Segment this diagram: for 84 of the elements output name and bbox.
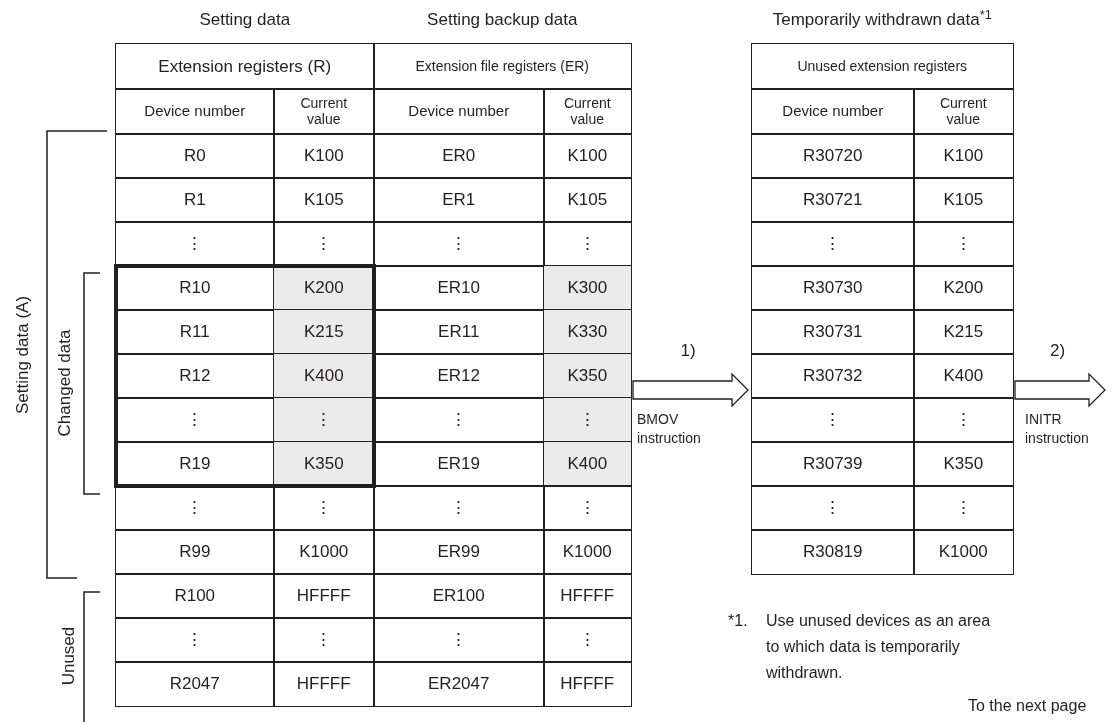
table-cell: K105 <box>913 177 1014 223</box>
table-cell: ⋮ <box>751 397 915 443</box>
table-cell: K400 <box>913 353 1014 399</box>
table-cell: K1000 <box>543 529 632 575</box>
table-cell: Current value <box>273 88 375 135</box>
table-cell: K350 <box>273 441 375 487</box>
table-cell: ER100 <box>373 573 545 619</box>
table-cell: R100 <box>115 573 275 619</box>
table-cell: ⋮ <box>273 617 375 663</box>
table-cell: Extension file registers (ER) <box>373 43 632 90</box>
footnote-mark: *1. <box>728 611 748 631</box>
page-note: To the next page <box>968 696 1087 716</box>
table-cell: K350 <box>543 353 632 399</box>
table-cell: ⋮ <box>543 485 632 531</box>
instruction-label: BMOV instruction <box>637 410 702 448</box>
table-cell: K215 <box>273 309 375 355</box>
table-cell: K300 <box>543 265 632 311</box>
table-cell: R30731 <box>751 309 915 355</box>
table-cell: K1000 <box>913 529 1014 575</box>
table-cell: K200 <box>913 265 1014 311</box>
table-cell: ⋮ <box>115 485 275 531</box>
table-cell: Extension registers (R) <box>115 43 375 90</box>
table-cell: R30732 <box>751 353 915 399</box>
table-heading: Setting data <box>198 9 292 31</box>
block-arrow <box>632 372 749 408</box>
table-cell: ⋮ <box>543 397 632 443</box>
table-cell: ⋮ <box>373 617 545 663</box>
table-cell: ⋮ <box>751 221 915 267</box>
edge-label: 1) <box>678 342 698 359</box>
table-cell: K100 <box>913 133 1014 179</box>
footnote-text: Use unused devices as an area to which data is temporarily withdrawn. <box>766 611 992 683</box>
table-cell: Device number <box>115 88 275 135</box>
table-cell: ⋮ <box>115 221 275 267</box>
table-cell: HFFFF <box>273 661 375 707</box>
table-cell: K100 <box>273 133 375 179</box>
table-cell: K350 <box>913 441 1014 487</box>
table-cell: K100 <box>543 133 632 179</box>
table-heading: Setting backup data <box>426 9 579 31</box>
table-cell: Device number <box>373 88 545 135</box>
table-cell: ⋮ <box>273 221 375 267</box>
bracket-label: Changed data <box>55 328 75 439</box>
table-cell: ER99 <box>373 529 545 575</box>
table-cell: Current value <box>913 88 1014 135</box>
table-cell: R30739 <box>751 441 915 487</box>
table-cell: R30730 <box>751 265 915 311</box>
table-cell: K330 <box>543 309 632 355</box>
block-arrow <box>1014 372 1106 408</box>
table-heading: Temporarily withdrawn data$^{*1}$ <box>771 8 993 31</box>
table-cell: ⋮ <box>913 397 1014 443</box>
table-cell: R1 <box>115 177 275 223</box>
table-cell: HFFFF <box>273 573 375 619</box>
table-cell: ER0 <box>373 133 545 179</box>
table-cell: ⋮ <box>273 485 375 531</box>
table-cell: R30721 <box>751 177 915 223</box>
table-cell: Unused extension registers <box>751 43 1014 90</box>
table-cell: R99 <box>115 529 275 575</box>
table-cell: K1000 <box>273 529 375 575</box>
table-cell: K215 <box>913 309 1014 355</box>
table-cell: ⋮ <box>273 397 375 443</box>
bracket-label: Setting data (A) <box>13 294 33 417</box>
table-cell: R2047 <box>115 661 275 707</box>
table-cell: R30819 <box>751 529 915 575</box>
instruction-label: INITR instruction <box>1025 410 1090 448</box>
table-cell: R30720 <box>751 133 915 179</box>
bracket-label: Unused <box>59 625 79 688</box>
table-cell: HFFFF <box>543 573 632 619</box>
table-cell: Device number <box>751 88 915 135</box>
table-cell: ⋮ <box>913 485 1014 531</box>
table-cell: ER2047 <box>373 661 545 707</box>
table-cell: K400 <box>543 441 632 487</box>
table-cell: ⋮ <box>913 221 1014 267</box>
table-cell: K400 <box>273 353 375 399</box>
table-cell: R0 <box>115 133 275 179</box>
edge-label: 2) <box>1048 342 1068 359</box>
table-cell: ER1 <box>373 177 545 223</box>
table-cell: Current value <box>543 88 632 135</box>
table-cell: K105 <box>543 177 632 223</box>
table-cell: ⋮ <box>115 617 275 663</box>
table-cell: ⋮ <box>373 221 545 267</box>
table-cell: K105 <box>273 177 375 223</box>
table-cell: ⋮ <box>543 617 632 663</box>
table-cell: ⋮ <box>373 485 545 531</box>
table-cell: ⋮ <box>751 485 915 531</box>
table-cell: HFFFF <box>543 661 632 707</box>
